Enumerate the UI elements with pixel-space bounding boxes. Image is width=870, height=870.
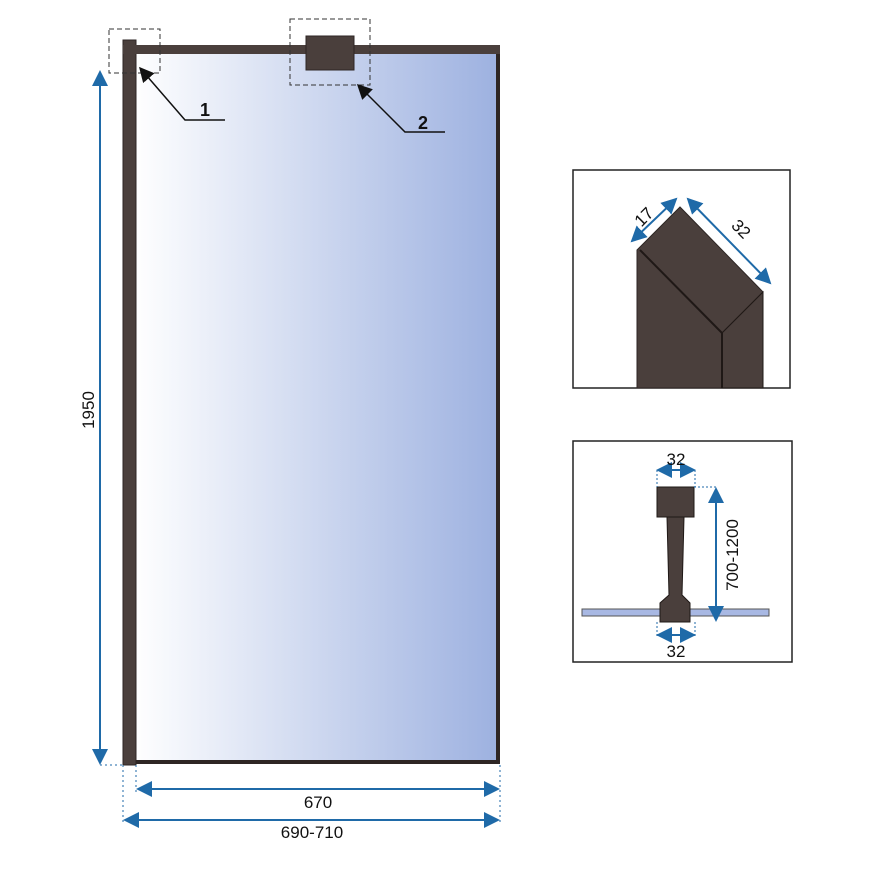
glass-width-label: 670 xyxy=(304,793,332,812)
callout-label-2: 2 xyxy=(418,113,428,133)
bracket-mount xyxy=(305,35,355,71)
glass-panel xyxy=(122,35,500,766)
detail-bracket: 32 700-1200 32 xyxy=(572,440,793,663)
wall-profile xyxy=(122,39,137,766)
height-label: 1950 xyxy=(79,391,98,429)
callout-box-2 xyxy=(289,18,371,86)
detail-profile: 17 32 xyxy=(572,169,791,389)
glass-pane xyxy=(131,50,500,764)
callout-leader-1 xyxy=(139,66,225,121)
callout-box-1 xyxy=(108,28,161,74)
total-width-label: 690-710 xyxy=(281,823,343,842)
bracket-length-label: 700-1200 xyxy=(723,519,742,591)
bracket-top-width-label: 32 xyxy=(667,450,686,469)
callout-leader-2 xyxy=(356,83,445,133)
bracket-bottom-width-label: 32 xyxy=(667,642,686,661)
callout-label-1: 1 xyxy=(200,100,210,120)
